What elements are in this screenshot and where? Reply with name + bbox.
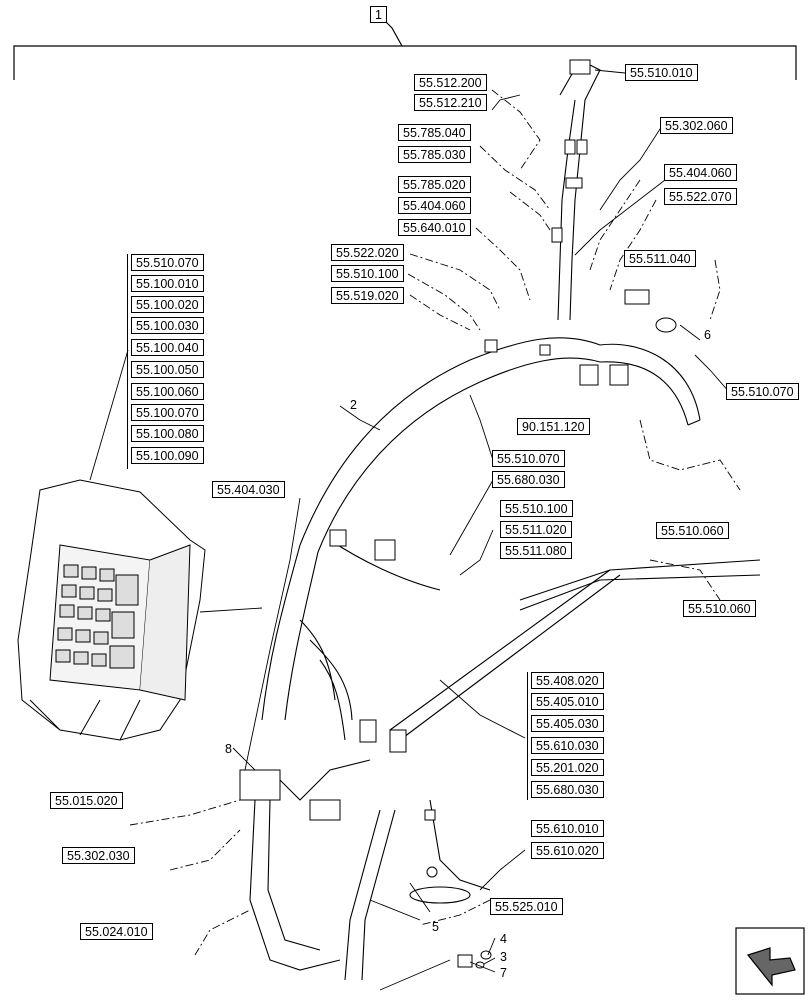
ref-55-525-010[interactable]: 55.525.010 [490, 898, 563, 915]
direction-arrow-icon [735, 927, 805, 995]
ref-left-1[interactable]: 55.100.010 [131, 275, 204, 292]
ref-right-4[interactable]: 55.201.020 [531, 759, 604, 776]
callout-3: 3 [500, 950, 507, 964]
ref-55-522-020[interactable]: 55.522.020 [331, 244, 404, 261]
callout-7: 7 [500, 966, 507, 980]
ref-55-015-020[interactable]: 55.015.020 [50, 792, 123, 809]
ref-90-151-120[interactable]: 90.151.120 [517, 418, 590, 435]
ref-55-522-070[interactable]: 55.522.070 [664, 188, 737, 205]
ref-55-024-010[interactable]: 55.024.010 [80, 923, 153, 940]
ref-55-302-030[interactable]: 55.302.030 [62, 847, 135, 864]
ref-55-404-060-b[interactable]: 55.404.060 [664, 164, 737, 181]
fuse-relay-box [17, 479, 206, 741]
ref-55-519-020[interactable]: 55.519.020 [331, 287, 404, 304]
ref-left-8[interactable]: 55.100.080 [131, 425, 204, 442]
item-box-1[interactable]: 1 [370, 6, 387, 23]
ref-left-4[interactable]: 55.100.040 [131, 339, 204, 356]
ref-left-7[interactable]: 55.100.070 [131, 404, 204, 421]
ref-right-2[interactable]: 55.405.030 [531, 715, 604, 732]
ref-55-510-100-a[interactable]: 55.510.100 [331, 265, 404, 282]
ref-55-785-030[interactable]: 55.785.030 [398, 146, 471, 163]
ref-55-510-010[interactable]: 55.510.010 [625, 64, 698, 81]
solid-leaders [89, 69, 731, 991]
main-harness [249, 59, 761, 981]
callout-5: 5 [432, 920, 439, 934]
ref-55-640-010[interactable]: 55.640.010 [398, 219, 471, 236]
ref-55-512-200[interactable]: 55.512.200 [414, 74, 487, 91]
ref-55-302-060[interactable]: 55.302.060 [660, 117, 733, 134]
ref-55-511-020[interactable]: 55.511.020 [500, 521, 572, 538]
ref-55-610-020[interactable]: 55.610.020 [531, 842, 604, 859]
ref-55-680-030-a[interactable]: 55.680.030 [492, 471, 565, 488]
leader-lines [129, 89, 741, 956]
ref-55-510-070-b[interactable]: 55.510.070 [492, 450, 565, 467]
connectors [239, 59, 677, 969]
callout-6: 6 [704, 328, 711, 342]
ref-55-404-060-a[interactable]: 55.404.060 [398, 197, 471, 214]
ref-left-3[interactable]: 55.100.030 [131, 317, 204, 334]
ref-right-5[interactable]: 55.680.030 [531, 781, 604, 798]
callout-8: 8 [225, 742, 232, 756]
ref-55-785-020[interactable]: 55.785.020 [398, 176, 471, 193]
ref-55-510-070-a[interactable]: 55.510.070 [726, 383, 799, 400]
ref-55-510-100-b[interactable]: 55.510.100 [500, 500, 573, 517]
callout-2: 2 [350, 398, 357, 412]
ref-left-6[interactable]: 55.100.060 [131, 383, 204, 400]
ref-55-511-080[interactable]: 55.511.080 [500, 542, 572, 559]
ref-55-404-030[interactable]: 55.404.030 [212, 481, 285, 498]
ref-left-5[interactable]: 55.100.050 [131, 361, 204, 378]
ref-right-0[interactable]: 55.408.020 [531, 672, 604, 689]
ref-55-510-060-a[interactable]: 55.510.060 [656, 522, 729, 539]
ref-55-512-210[interactable]: 55.512.210 [414, 94, 487, 111]
callout-4: 4 [500, 932, 507, 946]
ref-left-2[interactable]: 55.100.020 [131, 296, 204, 313]
ref-left-0[interactable]: 55.510.070 [131, 254, 204, 271]
ref-55-511-040[interactable]: 55.511.040 [624, 250, 696, 267]
ref-right-3[interactable]: 55.610.030 [531, 737, 604, 754]
ref-55-785-040[interactable]: 55.785.040 [398, 124, 471, 141]
ref-left-9[interactable]: 55.100.090 [131, 447, 204, 464]
ref-55-510-060-b[interactable]: 55.510.060 [683, 600, 756, 617]
ref-right-1[interactable]: 55.405.010 [531, 693, 604, 710]
ref-55-610-010[interactable]: 55.610.010 [531, 820, 604, 837]
